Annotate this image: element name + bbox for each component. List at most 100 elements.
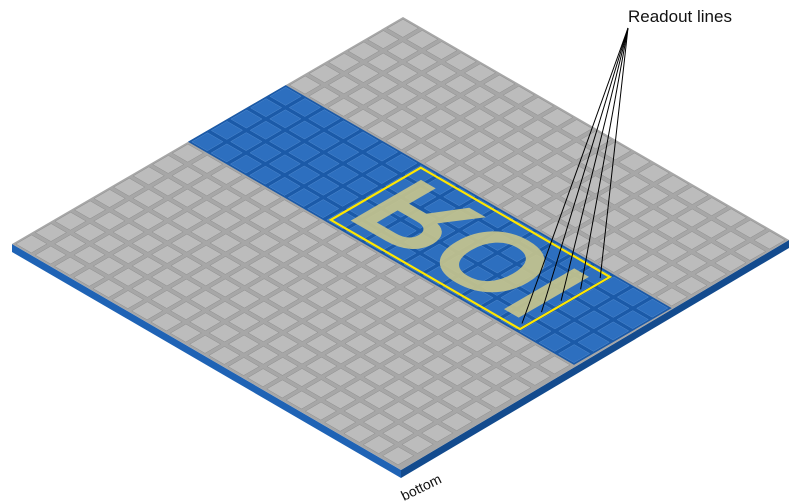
pixel — [287, 233, 320, 252]
pixel-roi — [558, 276, 591, 296]
pixel-roi — [404, 165, 437, 184]
pixel — [384, 266, 417, 286]
pixel — [442, 299, 475, 319]
pixel — [248, 210, 281, 230]
pixel — [112, 267, 145, 287]
roi-outline — [328, 166, 613, 331]
pixel — [113, 177, 146, 197]
pixel — [404, 142, 438, 162]
pixel — [210, 166, 243, 185]
pixel — [92, 279, 125, 298]
pixel — [363, 322, 397, 342]
pixel — [444, 97, 477, 116]
pixel-roi — [287, 188, 320, 207]
pixel — [617, 197, 650, 217]
pixel — [73, 223, 106, 242]
pixel-roi — [307, 176, 340, 196]
substrate-edge — [12, 240, 789, 478]
pixel-roi — [462, 243, 495, 263]
pixel — [266, 357, 299, 376]
pixel — [424, 86, 457, 105]
pixel — [345, 244, 378, 263]
pixel — [578, 220, 611, 240]
pixel — [598, 231, 631, 251]
pixel-roi — [364, 232, 398, 252]
pixel-roi — [210, 143, 243, 163]
pixel — [171, 143, 204, 163]
pixel — [93, 234, 126, 253]
pixel — [73, 268, 106, 287]
pixel — [286, 345, 319, 365]
pixel — [151, 222, 184, 242]
pixel-roi — [346, 199, 379, 218]
pixel — [424, 131, 457, 150]
pixel — [618, 175, 651, 194]
pixel-roi — [519, 277, 552, 296]
pixel — [229, 177, 262, 196]
pixel — [325, 255, 358, 275]
pixel — [521, 97, 554, 116]
pixel — [462, 176, 495, 195]
pixel-roi — [230, 132, 263, 151]
pixel — [170, 233, 203, 253]
pixel — [540, 175, 573, 195]
leader-line — [521, 27, 629, 324]
pixel — [383, 356, 416, 376]
pixel — [460, 356, 493, 375]
pixel — [598, 164, 632, 183]
pixel — [306, 266, 339, 286]
pixel-roi — [616, 310, 649, 329]
pixel — [34, 223, 67, 242]
pixel — [132, 189, 165, 208]
pixel — [443, 142, 476, 161]
pixel — [463, 86, 496, 105]
pixel — [479, 389, 512, 409]
pixel — [441, 322, 474, 341]
pixel — [579, 153, 612, 172]
pixel-roi — [269, 87, 302, 106]
pixel — [363, 367, 396, 387]
pixel — [343, 401, 376, 421]
pixel-roi — [326, 210, 359, 230]
pixel — [403, 300, 436, 319]
pixel — [461, 311, 494, 330]
pixel — [383, 311, 416, 331]
pixel — [482, 187, 515, 206]
pixel — [305, 311, 339, 331]
pixel — [637, 208, 670, 228]
pixel — [305, 356, 338, 376]
pixel — [328, 53, 361, 72]
pixel-roi — [539, 243, 572, 262]
pixel-roi — [480, 299, 513, 319]
pixel — [209, 256, 242, 275]
pixel — [54, 256, 87, 276]
pixel — [189, 267, 222, 287]
pixel-roi — [442, 232, 475, 251]
pixel — [73, 200, 107, 220]
pixel — [521, 119, 554, 139]
pixel — [480, 367, 513, 386]
pixel — [210, 188, 243, 208]
pixel — [54, 211, 87, 231]
pixel — [734, 242, 767, 261]
pixel — [559, 186, 592, 206]
pixel — [463, 153, 496, 173]
pixel-roi — [346, 131, 379, 151]
pixel — [247, 323, 280, 342]
pixel-roi — [346, 154, 379, 173]
pixel — [286, 323, 319, 342]
pixel — [424, 108, 457, 128]
pixel-roi — [307, 131, 341, 151]
substrate-left-face — [12, 244, 401, 478]
pixel — [112, 245, 145, 264]
pixel-roi — [250, 98, 283, 117]
pixel — [695, 197, 728, 216]
pixel — [675, 276, 708, 295]
pixel — [425, 41, 458, 60]
pixel — [597, 254, 631, 273]
pixel — [483, 97, 516, 116]
pixel — [482, 119, 515, 139]
pixel — [248, 233, 281, 252]
pixel — [308, 64, 341, 83]
pixel-roi — [423, 198, 456, 218]
